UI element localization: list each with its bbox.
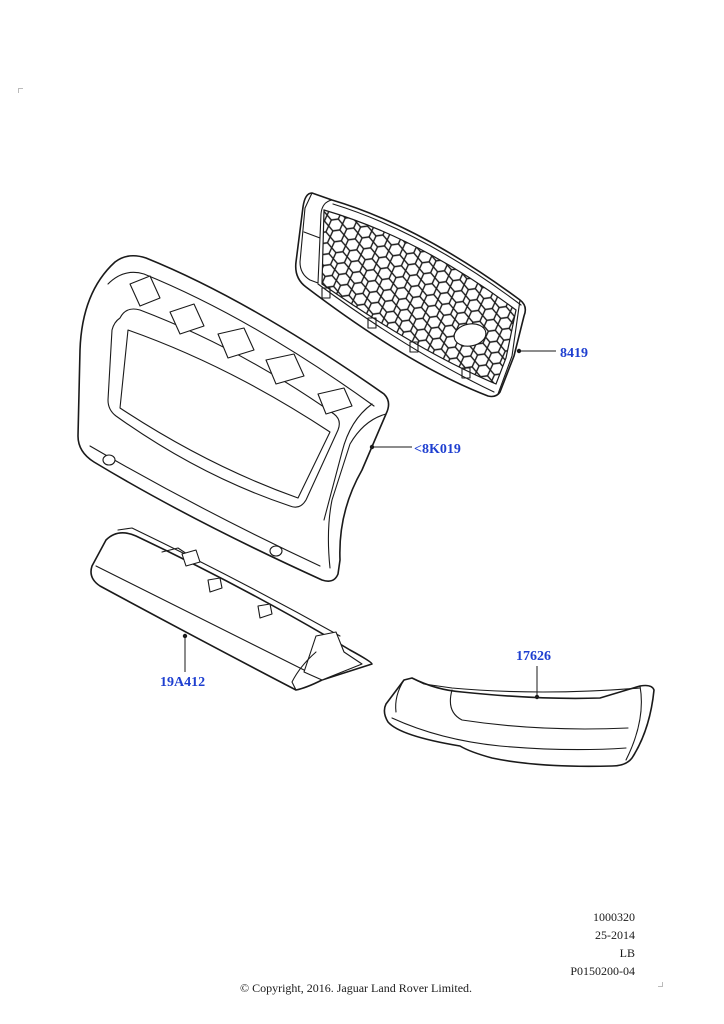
lower-trim-front-face (95, 565, 305, 671)
bumper-slot-2 (169, 303, 205, 335)
leader-side-trim (534, 666, 540, 700)
leader-grille (516, 348, 556, 354)
lower-trim-top-edge (117, 527, 341, 637)
reference-line-1: 1000320 (593, 910, 635, 924)
bumper-cover-side-return (327, 413, 387, 569)
reference-line-4: P0150200-04 (570, 964, 635, 978)
copyright-notice: © Copyright, 2016. Jaguar Land Rover Lim… (239, 981, 473, 995)
bumper-slot-4 (265, 353, 305, 385)
grille-left-end-cap-edge (303, 231, 321, 239)
callout-side-trim[interactable]: 17626 (516, 649, 551, 664)
bumper-cover-side-edge (323, 403, 373, 521)
bumper-cover-top-lip (107, 271, 375, 407)
reference-line-2: 25-2014 (595, 928, 635, 942)
grille-badge-mount (453, 323, 487, 347)
grille-clip-2 (367, 317, 377, 329)
lower-trim-clip-3 (257, 603, 273, 619)
lower-trim-end-wall (291, 651, 317, 691)
callout-bumper-cover[interactable]: <8K019 (414, 442, 461, 457)
reference-line-3: LB (619, 946, 635, 960)
grille-clip-4 (461, 367, 471, 379)
side-trim-top-edge (411, 677, 641, 693)
lower-trim-part[interactable] (90, 527, 373, 691)
grille-lower-rim (317, 283, 495, 393)
grille-part[interactable] (294, 192, 527, 398)
callout-lower-trim[interactable]: 19A412 (160, 675, 205, 690)
side-trim-left-end (395, 679, 405, 713)
grille-right-end (497, 299, 521, 395)
callout-grille[interactable]: 8419 (560, 346, 588, 361)
side-trim-lower-line (391, 717, 627, 751)
crop-mark-bottom-right (658, 982, 663, 987)
leader-bumper-cover (369, 444, 412, 450)
grille-clip-3 (409, 341, 419, 353)
bumper-slot-3 (217, 327, 255, 359)
crop-mark-top-left (18, 88, 23, 93)
side-trim-part[interactable] (383, 677, 655, 768)
bumper-cover-opening-inner (119, 329, 331, 499)
bumper-hole-left (102, 454, 116, 466)
lower-trim-end-bracket (303, 631, 363, 681)
grille-clip-1 (321, 287, 331, 299)
lower-trim-clip-2 (207, 577, 223, 593)
bumper-slot-1 (129, 275, 161, 307)
lower-trim-clip-1 (181, 549, 201, 567)
bumper-cover-part[interactable] (77, 254, 390, 582)
drawing-reference-block: 1000320 25-2014 LB P0150200-04 (515, 908, 635, 980)
grille-left-end-cap (299, 192, 333, 284)
bumper-cover-lower-edge (89, 445, 321, 567)
side-trim-body (383, 677, 655, 768)
leader-lower-trim (182, 633, 188, 672)
bumper-slot-5 (317, 387, 353, 415)
side-trim-inner-curve (449, 689, 629, 730)
bumper-hole-right (269, 545, 283, 557)
lower-trim-body (90, 532, 373, 691)
side-trim-right-end (625, 685, 642, 761)
grille-upper-rim (332, 203, 522, 306)
